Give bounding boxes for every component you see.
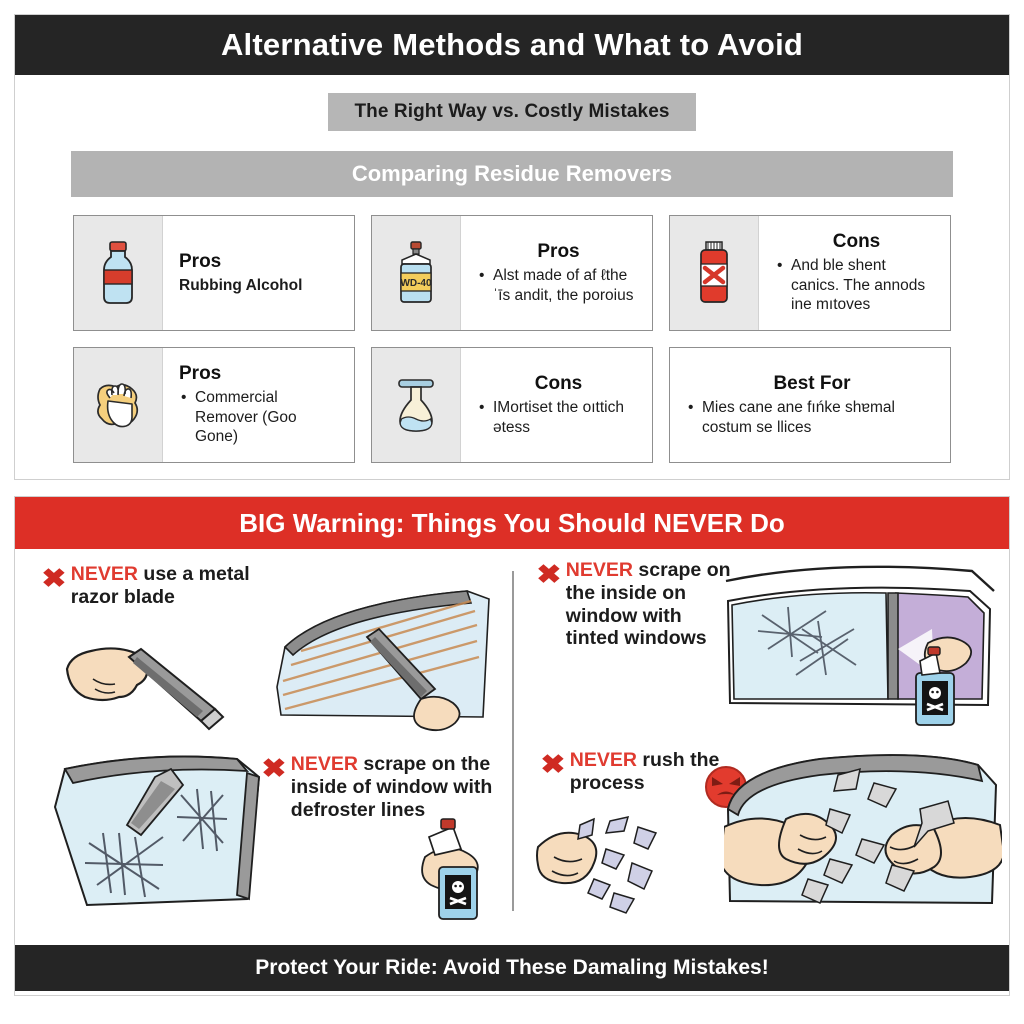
never-word: NEVER [290, 753, 358, 775]
x-mark-icon: ✖ [536, 559, 562, 589]
comparison-card-text: IMortiset the oıttich ətess [477, 398, 640, 438]
comparison-card[interactable]: Best For Mies cane ane fıńke shɐmal cost… [669, 347, 951, 463]
flask-pouring-icon [372, 348, 461, 462]
x-mark-icon: ✖ [41, 563, 67, 593]
tinted-window-spray-illustration [725, 565, 995, 726]
comparison-card-body: Pros Commercial Remover (Goo Gone) [163, 348, 354, 462]
prohibited-chemical-bottle-icon [670, 216, 759, 330]
warning-item-tinted-window[interactable]: ✖ NEVER scrape on the inside on window w… [514, 549, 1009, 745]
warning-caption-text: NEVER scrape on the inside of window wit… [291, 753, 501, 821]
warning-caption-text: NEVER use a metal razor blade [71, 563, 273, 609]
warning-caption: ✖ NEVER rush the process [540, 749, 772, 795]
footer-banner: Protect Your Ride: Avoid These Damaling … [15, 945, 1009, 991]
x-mark-icon: ✖ [261, 753, 287, 783]
subtitle-row: The Right Way vs. Costly Mistakes [15, 93, 1009, 131]
comparison-card-body: Cons IMortiset the oıttich ətess [461, 348, 652, 462]
never-word: NEVER [70, 563, 138, 585]
comparison-card-text: And ble shent canics. The annods ine mıt… [775, 256, 938, 315]
never-word: NEVER [569, 749, 637, 771]
x-mark-icon: ✖ [540, 749, 566, 779]
comparison-card-text: Mies cane ane fıńke shɐmal costum se lli… [686, 398, 938, 438]
comparison-card-body: Cons And ble shent canics. The annods in… [759, 216, 950, 330]
warning-item-razor-blade[interactable]: ✖ NEVER use a metal razor blade [15, 549, 512, 745]
comparison-card-body: Pros Rubbing Alcohol [163, 216, 354, 330]
warning-caption-text: NEVER rush the process [570, 749, 772, 795]
warning-section: BIG Warning: Things You Should NEVER Do … [14, 496, 1010, 996]
comparison-card[interactable]: Cons IMortiset the oıttich ətess [371, 347, 653, 463]
hand-ripping-pieces-illustration [536, 815, 658, 914]
two-hands-peeling-window-illustration [724, 754, 1002, 905]
comparison-card[interactable]: Cons And ble shent canics. The annods in… [669, 215, 951, 331]
comparison-card[interactable]: WD-40 Pros Alst made of af ℓtheˈīs andit… [371, 215, 653, 331]
warning-caption: ✖ NEVER scrape on the inside on window w… [536, 559, 738, 650]
warning-caption-rest: scrape on the inside on window with tint… [565, 559, 731, 650]
warning-item-defroster-lines[interactable]: ✖ NEVER scrape on the inside of window w… [15, 745, 512, 931]
svg-text:WD-40: WD-40 [400, 278, 432, 289]
rubbing-alcohol-bottle-icon [74, 216, 163, 330]
comparison-card-title: Cons [534, 372, 583, 394]
page-title-text: Alternative Methods and What to Avoid [220, 27, 804, 62]
subtitle-chip: The Right Way vs. Costly Mistakes [328, 93, 696, 131]
comparison-card-body: Best For Mies cane ane fıńke shɐmal cost… [670, 348, 950, 462]
warning-caption-rest: rush the process [569, 749, 720, 794]
spray-bottle-icon [421, 818, 479, 920]
warning-caption-rest: use a metal razor blade [70, 563, 250, 608]
sponge-hand-icon [74, 348, 163, 462]
comparison-card-body: Pros Alst made of af ℓtheˈīs andit, the … [461, 216, 652, 330]
never-word: NEVER [565, 559, 633, 581]
warning-caption: ✖ NEVER scrape on the inside of window w… [261, 753, 501, 821]
page-title: Alternative Methods and What to Avoid [15, 15, 1009, 75]
comparison-card-title: Pros [179, 362, 222, 384]
comparison-card-text: Rubbing Alcohol [179, 276, 303, 294]
section-band: Comparing Residue Removers [71, 151, 953, 197]
comparison-cards-grid: Pros Rubbing Alcohol WD-40 [73, 215, 951, 463]
warning-banner: BIG Warning: Things You Should NEVER Do [15, 497, 1009, 549]
comparison-card-text: Alst made of af ℓtheˈīs andit, the poroi… [477, 266, 640, 306]
comparison-card-title: Cons [832, 230, 881, 252]
hand-holding-razor-blade-illustration [65, 647, 225, 731]
comparison-card-text: Commercial Remover (Goo Gone) [179, 388, 342, 447]
comparison-card-title: Pros [179, 250, 222, 272]
warning-grid: ✖ NEVER use a metal razor blade [15, 549, 1009, 931]
wd40-can-icon: WD-40 [372, 216, 461, 330]
comparison-card-title: Pros [537, 240, 580, 262]
warning-caption-text: NEVER scrape on the inside on window wit… [566, 559, 738, 650]
comparison-card[interactable]: Pros Rubbing Alcohol [73, 215, 355, 331]
comparison-card[interactable]: Pros Commercial Remover (Goo Gone) [73, 347, 355, 463]
scratched-windshield-illustration [53, 755, 261, 907]
warning-caption: ✖ NEVER use a metal razor blade [41, 563, 273, 609]
warning-item-rush-process[interactable]: ✖ NEVER rush the process [514, 745, 1009, 931]
footer-banner-text: Protect Your Ride: Avoid These Damaling … [255, 956, 769, 979]
warning-banner-text: BIG Warning: Things You Should NEVER Do [239, 507, 785, 538]
car-window-defroster-illustration [276, 590, 490, 732]
warning-caption-rest: scrape on the inside of window with defr… [290, 753, 493, 821]
vertical-divider [512, 571, 514, 911]
comparison-card-title: Best For [773, 372, 851, 394]
comparison-section: Alternative Methods and What to Avoid Th… [14, 14, 1010, 480]
